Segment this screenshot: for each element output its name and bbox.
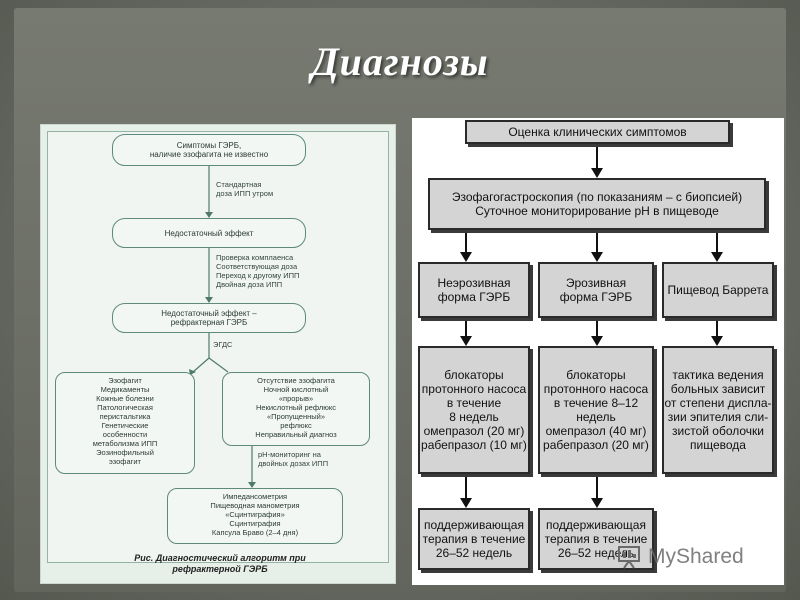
r-arrow-col2-c [591,498,603,508]
left-figure-caption: Рис. Диагностический алгоритм при рефрак… [134,553,306,574]
barrett-tactics-box: тактика ведения больных зависит от степе… [662,346,774,474]
r-arrow-col2-a [591,252,603,262]
nerd-head-box: Неэрозивная форма ГЭРБ [418,262,530,318]
arrowhead-5 [248,482,256,488]
connector-4a [192,357,210,373]
egds-label: ЭГДС [213,340,233,349]
refractory-gerd-text: Недостаточный эффект – рефрактерная ГЭРБ [161,309,257,327]
r-arrow-col2-b [591,336,603,346]
barrett-head-box: Пищевод Баррета [662,262,774,318]
r-arrow-col3-a [711,252,723,262]
impedance-node: Импедансометрия Пищеводная манометрия «С… [167,488,343,544]
esophagitis-node: Эзофагит Медикаменты Кожные болезни Пато… [55,372,195,474]
symptoms-text: Симптомы ГЭРБ, наличие эзофагита не изве… [149,141,269,159]
symptoms-node: Симптомы ГЭРБ, наличие эзофагита не изве… [112,134,306,166]
connector-4b [208,357,229,373]
insufficient-effect-node: Недостаточный эффект [112,218,306,248]
endoscopy-box: Эзофагогастроскопия (по показаниям – с б… [428,178,766,230]
r-arrow-top [591,168,603,178]
nerd-maintenance-box: поддерживающая терапия в течение 26–52 н… [418,508,530,570]
nerd-treatment-box: блокаторы протонного насоса в течение 8 … [418,346,530,474]
r-arrow-col1-c [460,498,472,508]
arrowhead-1 [205,212,213,218]
watermark-text: MyShared [648,545,744,568]
ph-monitoring-note: рН-мониторинг на двойных дозах ИПП [258,450,329,468]
erosive-maintenance-box: поддерживающая терапия в течение 26–52 н… [538,508,654,570]
no-esophagitis-node: Отсутствие эзофагита Ночной кислотный «п… [222,372,370,446]
slide-title: Диагнозы [311,39,489,84]
myshared-watermark: MyShared [616,540,776,574]
refractory-gerd-node: Недостаточный эффект – рефрактерная ГЭРБ [112,303,306,333]
standard-dose-note: Стандартная доза ИПП утром [216,180,274,198]
r-arrow-col1-a [460,252,472,262]
r-arrow-col3-b [711,336,723,346]
arrowhead-2 [205,297,213,303]
erosive-head-box: Эрозивная форма ГЭРБ [538,262,654,318]
compliance-check-note: Проверка комплаенса Соответствующая доза… [216,253,300,289]
presentation-icon [618,546,640,569]
clinical-assessment-box: Оценка клинических симптомов [465,120,730,144]
erosive-treatment-box: блокаторы протонного насоса в течение 8–… [538,346,654,474]
r-arrow-col1-b [460,336,472,346]
insufficient-effect-text: Недостаточный эффект [164,228,254,238]
